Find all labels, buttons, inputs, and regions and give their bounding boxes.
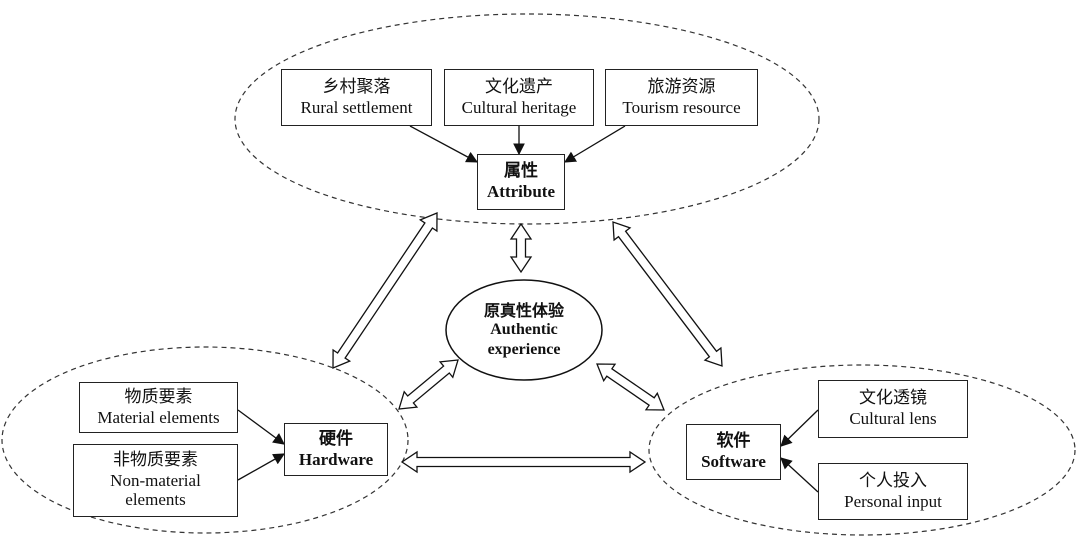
- cultural-lens-box: 文化透镜 Cultural lens: [818, 380, 968, 438]
- arrow-rural-to-attribute: [409, 125, 479, 163]
- non-material-elements-en: Non-material elements: [110, 470, 201, 510]
- attribute-group-ellipse: [234, 13, 820, 225]
- arrow-material-to-hardware: [237, 409, 285, 445]
- double-arrow-attribute-center: [509, 222, 533, 274]
- cultural-heritage-box: 文化遗产 Cultural heritage: [444, 69, 594, 126]
- hardware-en: Hardware: [298, 449, 374, 469]
- non-material-elements-box: 非物质要素 Non-material elements: [73, 444, 238, 517]
- attribute-en: Attribute: [487, 182, 555, 201]
- double-arrow-shape: [400, 450, 647, 474]
- arrow-cultural-lens-to-software: [780, 409, 819, 447]
- arrow-nonmaterial-to-hardware: [237, 453, 286, 481]
- arrow-tourism-to-attribute: [563, 125, 626, 163]
- attribute-zh: 属性: [504, 161, 538, 182]
- cultural-heritage-zh: 文化遗产: [485, 76, 553, 97]
- hardware-zh: 硬件: [319, 428, 353, 449]
- double-arrow-shape: [332, 212, 438, 369]
- software-box: 软件 Software: [686, 424, 781, 480]
- cultural-lens-en: Cultural lens: [849, 409, 937, 428]
- software-en: Software: [701, 452, 766, 471]
- material-elements-zh: 物质要素: [124, 386, 193, 407]
- cultural-lens-zh: 文化透镜: [859, 388, 927, 409]
- rural-settlement-en: Rural settlement: [300, 97, 413, 117]
- authentic-experience-en-line2: experience: [487, 340, 561, 358]
- personal-input-en: Personal input: [844, 491, 942, 511]
- tourism-resource-zh: 旅游资源: [647, 76, 716, 97]
- double-arrow-shape: [398, 359, 459, 410]
- double-arrow-hardware-software: [400, 450, 647, 474]
- attribute-box: 属性 Attribute: [477, 154, 565, 210]
- tourism-resource-box: 旅游资源 Tourism resource: [605, 69, 758, 126]
- authentic-experience-en-line1: Authentic: [490, 321, 558, 339]
- tourism-resource-en: Tourism resource: [622, 97, 741, 117]
- cultural-heritage-en: Cultural heritage: [461, 97, 577, 117]
- center-ellipse: [445, 279, 603, 381]
- software-group-ellipse: [648, 364, 1076, 536]
- authentic-experience-zh: 原真性体验: [483, 301, 564, 321]
- hardware-box: 硬件 Hardware: [284, 423, 388, 476]
- hardware-group-ellipse: [1, 346, 409, 534]
- material-elements-en: Material elements: [97, 407, 220, 427]
- arrow-personal-input-to-software: [780, 457, 819, 493]
- personal-input-zh: 个人投入: [859, 470, 927, 491]
- double-arrow-center-software: [596, 363, 665, 411]
- personal-input-box: 个人投入 Personal input: [818, 463, 968, 520]
- rural-settlement-box: 乡村聚落 Rural settlement: [281, 69, 432, 126]
- double-arrow-shape: [612, 221, 723, 367]
- material-elements-box: 物质要素 Material elements: [79, 382, 238, 433]
- double-arrow-shape: [509, 222, 533, 274]
- double-arrow-center-hardware: [398, 359, 459, 410]
- rural-settlement-zh: 乡村聚落: [322, 76, 391, 97]
- double-arrow-attribute-software: [612, 221, 723, 367]
- double-arrow-shape: [596, 363, 665, 411]
- double-arrow-attribute-hardware: [332, 212, 438, 369]
- authentic-experience-label: 原真性体验 Authentic experience: [446, 288, 602, 372]
- software-zh: 软件: [716, 431, 751, 452]
- non-material-elements-zh: 非物质要素: [113, 450, 198, 471]
